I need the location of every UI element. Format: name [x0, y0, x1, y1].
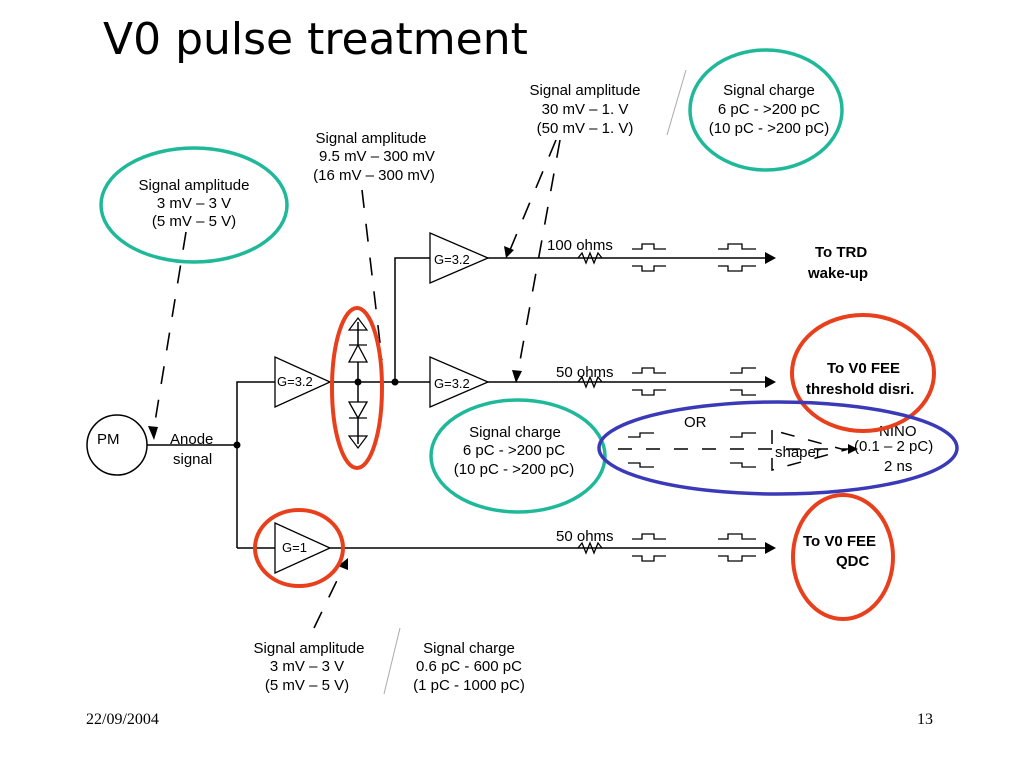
svg-text:6 pC - >200 pC: 6 pC - >200 pC — [718, 101, 820, 118]
blue-ellipse-nino — [597, 400, 959, 496]
resistor-mid: 50 ohms — [556, 364, 614, 389]
nino-label-line3: 2 ns — [884, 458, 912, 475]
teal-ellipse-charge-mid — [429, 398, 607, 514]
anode-node — [233, 441, 241, 449]
svg-text:3 mV – 3 V: 3 mV – 3 V — [270, 658, 344, 675]
svg-text:50 ohms: 50 ohms — [556, 364, 614, 381]
slide-title: V0 pulse treatment — [103, 14, 528, 65]
svg-text:Signal amplitude: Signal amplitude — [139, 177, 250, 194]
shaper-label: shaper — [775, 444, 821, 461]
svg-text:G=3.2: G=3.2 — [277, 374, 313, 389]
junction-node — [391, 378, 399, 386]
svg-text:Signal amplitude: Signal amplitude — [254, 640, 365, 657]
svg-text:50 ohms: 50 ohms — [556, 528, 614, 545]
svg-text:Signal charge: Signal charge — [423, 640, 515, 657]
annotation-amp-top: Signal amplitude 30 mV – 1. V (50 mV – 1… — [530, 82, 641, 137]
svg-text:0.6 pC - 600 pC: 0.6 pC - 600 pC — [416, 658, 522, 675]
resistor-bottom: 50 ohms — [556, 528, 614, 555]
separator-slash-top — [666, 69, 687, 136]
svg-text:Signal charge: Signal charge — [723, 82, 815, 99]
annotation-charge-bottom: Signal charge 0.6 pC - 600 pC (1 pC - 10… — [413, 640, 525, 694]
annotation-charge-mid: Signal charge 6 pC - >200 pC (10 pC - >2… — [454, 424, 574, 478]
red-ellipse-qdc — [791, 493, 895, 621]
amplifier-main: G=3.2 — [274, 355, 332, 409]
output-fee-threshold-line2: threshold disri. — [806, 381, 914, 398]
nino-label-line2: (0.1 – 2 pC) — [854, 438, 933, 455]
diode-node — [354, 378, 362, 386]
pulse-symbols-top — [632, 243, 756, 272]
svg-text:(50 mV – 1. V): (50 mV – 1. V) — [537, 120, 634, 137]
amplifier-top: G=3.2 — [429, 232, 490, 284]
pulse-symbols-mid — [632, 367, 756, 396]
svg-text:100 ohms: 100 ohms — [547, 237, 613, 254]
nino-alternative-path: OR shaper NINO (0.1 – 2 pC) 2 ns — [618, 414, 933, 475]
resistor-top: 100 ohms — [547, 237, 613, 265]
svg-text:(16 mV – 300 mV): (16 mV – 300 mV) — [313, 167, 435, 184]
amplifier-bottom: G=1 — [274, 521, 332, 575]
anode-label-line1: Anode — [170, 431, 213, 448]
svg-text:(5 mV – 5 V): (5 mV – 5 V) — [152, 213, 236, 230]
annotation-charge-top: Signal charge 6 pC - >200 pC (10 pC - >2… — [709, 82, 829, 137]
page-number: 13 — [917, 711, 933, 728]
svg-text:Signal charge: Signal charge — [469, 424, 561, 441]
teal-ellipse-amp-pm — [99, 146, 289, 264]
output-trd-line1: To TRD — [815, 244, 867, 261]
output-arrowheads — [765, 252, 776, 554]
svg-text:(1 pC - 1000 pC): (1 pC - 1000 pC) — [413, 677, 525, 694]
teal-ellipse-charge-top — [688, 48, 844, 172]
amplifier-mid: G=3.2 — [429, 356, 490, 408]
anode-label-line2: signal — [173, 451, 212, 468]
pulse-symbols-bottom — [632, 533, 756, 562]
output-fee-qdc-line1: To V0 FEE — [803, 533, 876, 550]
circuit-wires — [147, 257, 765, 549]
output-fee-threshold-line1: To V0 FEE — [827, 360, 900, 377]
footer-date: 22/09/2004 — [86, 711, 159, 728]
red-ellipse-threshold — [790, 313, 936, 433]
svg-text:(5 mV – 5 V): (5 mV – 5 V) — [265, 677, 349, 694]
output-fee-qdc-line2: QDC — [836, 553, 870, 570]
pointer-lines — [148, 139, 561, 629]
svg-text:G=3.2: G=3.2 — [434, 252, 470, 267]
svg-text:9.5 mV – 300 mV: 9.5 mV – 300 mV — [319, 148, 435, 165]
red-ellipse-diodes — [330, 306, 384, 470]
separator-slash-bottom — [383, 627, 401, 695]
or-label: OR — [684, 414, 707, 431]
annotation-amp-bottom: Signal amplitude 3 mV – 3 V (5 mV – 5 V) — [254, 640, 365, 694]
red-ellipse-g1 — [253, 508, 345, 588]
svg-text:(10 pC - >200 pC): (10 pC - >200 pC) — [709, 120, 829, 137]
pm-label: PM — [97, 431, 120, 448]
annotation-amp-pm: Signal amplitude 3 mV – 3 V (5 mV – 5 V) — [139, 177, 250, 230]
svg-text:G=3.2: G=3.2 — [434, 376, 470, 391]
output-trd-line2: wake-up — [807, 265, 868, 282]
annotation-amp-diode: Signal amplitude 9.5 mV – 300 mV (16 mV … — [313, 130, 435, 184]
diode-stack — [347, 317, 369, 449]
svg-text:6 pC - >200 pC: 6 pC - >200 pC — [463, 442, 565, 459]
svg-text:(10 pC - >200 pC): (10 pC - >200 pC) — [454, 461, 574, 478]
svg-text:30 mV – 1. V: 30 mV – 1. V — [542, 101, 629, 118]
svg-text:Signal amplitude: Signal amplitude — [530, 82, 641, 99]
svg-text:G=1: G=1 — [282, 540, 307, 555]
svg-text:3 mV – 3 V: 3 mV – 3 V — [157, 195, 231, 212]
svg-text:Signal amplitude: Signal amplitude — [316, 130, 427, 147]
pm-tube — [86, 414, 148, 476]
